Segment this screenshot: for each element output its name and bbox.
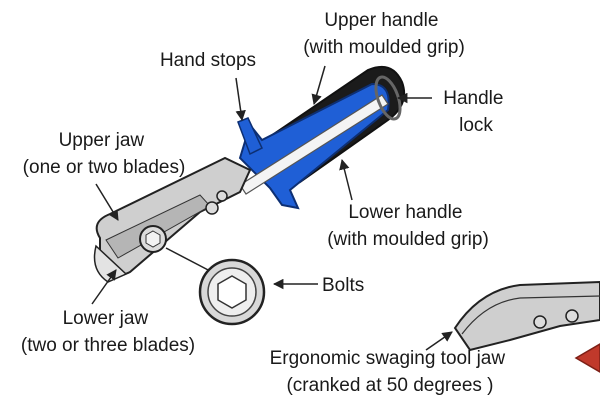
arrow-lower-handle [339, 158, 353, 201]
arrow-hand-stops [235, 77, 246, 122]
body-bolt-2 [216, 190, 228, 202]
pivot-bolt-hex [145, 230, 161, 248]
swaging-jaw-inner [461, 295, 600, 335]
label-upper-handle: Upper handle (with moulded grip) [303, 10, 465, 58]
swaging-jaw [453, 280, 600, 352]
label-swaging-jaw: Ergonomic swaging tool jaw (cranked at 5… [270, 348, 511, 396]
swaging-red-handle [574, 343, 600, 373]
arrow-swaging-jaw [425, 331, 453, 351]
body-bolt-1 [205, 201, 219, 215]
arrow-upper-handle [311, 65, 326, 106]
label-hand-stops: Hand stops [160, 50, 256, 71]
handle-lock-bar [239, 94, 389, 195]
label-bolts: Bolts [322, 275, 364, 296]
label-lower-handle: Lower handle (with moulded grip) [327, 202, 489, 250]
arrow-lower-jaw [91, 269, 117, 305]
label-lower-jaw: Lower jaw (two or three blades) [21, 308, 195, 356]
label-handle-lock: Handle lock [443, 88, 509, 136]
label-upper-jaw: Upper jaw (one or two blades) [23, 130, 186, 178]
arrow-upper-jaw [95, 183, 119, 221]
bolt-hex-head [217, 275, 247, 309]
